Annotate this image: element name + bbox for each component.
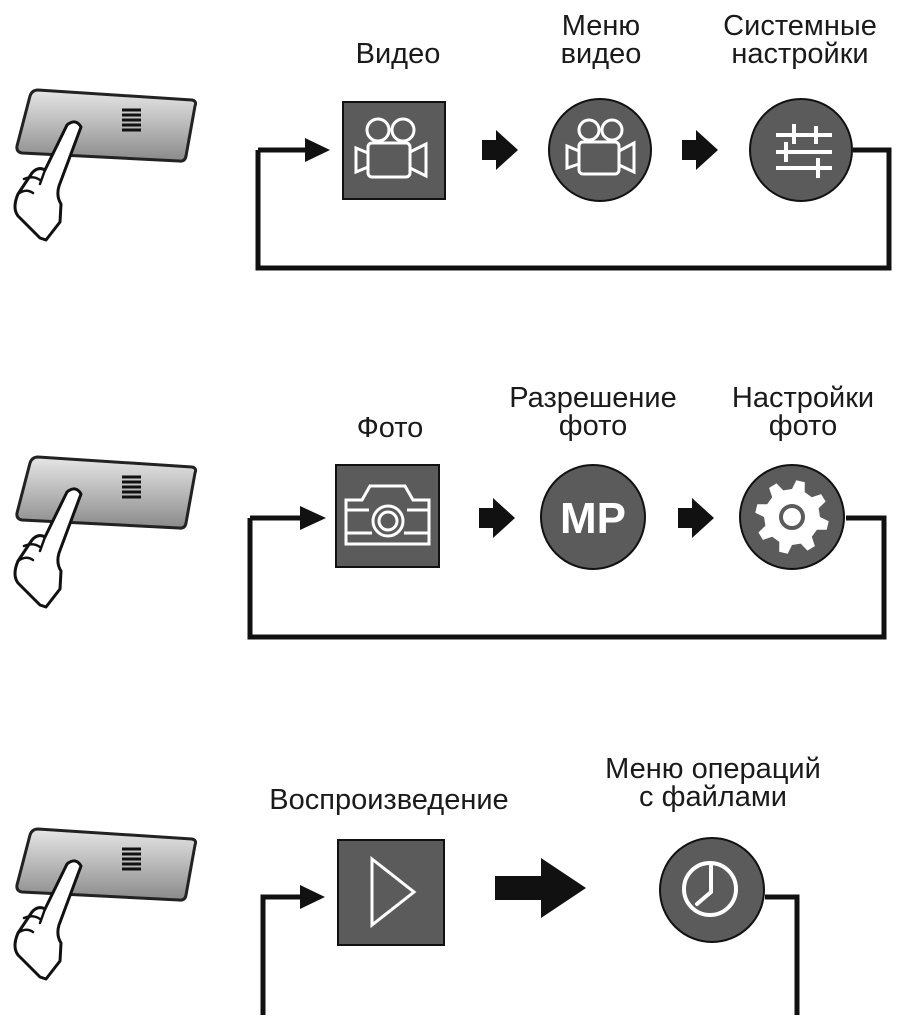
arrow-right-icon <box>678 498 714 538</box>
mp-badge: MP <box>560 494 626 543</box>
video-camera-icon <box>565 118 636 176</box>
arrow-right-icon <box>495 858 586 918</box>
photo-settings-icon <box>739 464 845 570</box>
play-icon <box>370 855 417 929</box>
label-video: Видео <box>355 38 441 70</box>
photo-mode-icon <box>335 464 440 568</box>
playback-mode-icon <box>337 839 445 946</box>
gear-icon <box>755 480 829 554</box>
system-settings-icon <box>749 98 853 202</box>
file-operations-menu-icon <box>659 837 765 943</box>
remote-control <box>13 827 198 981</box>
label-photo: Фото <box>356 412 424 444</box>
return-line <box>255 147 892 271</box>
remote-control <box>13 455 198 609</box>
exit-line <box>765 894 800 1015</box>
video-menu-icon <box>548 98 652 202</box>
return-line <box>247 515 887 640</box>
video-camera-icon <box>354 117 428 179</box>
return-line <box>260 894 303 1015</box>
arrow-right-icon <box>482 130 518 170</box>
photo-resolution-icon: MP <box>540 464 646 570</box>
remote-control <box>13 88 198 242</box>
video-mode-icon <box>342 101 446 200</box>
arrow-right-icon <box>479 498 515 538</box>
clock-icon <box>682 861 738 917</box>
arrow-right-icon <box>305 138 330 162</box>
sliders-icon <box>776 124 832 178</box>
arrow-right-icon <box>300 885 325 909</box>
arrow-right-icon <box>300 506 326 530</box>
camera-icon <box>344 484 431 546</box>
arrow-right-icon <box>682 130 718 170</box>
label-playback: Воспроизведение <box>269 784 509 816</box>
